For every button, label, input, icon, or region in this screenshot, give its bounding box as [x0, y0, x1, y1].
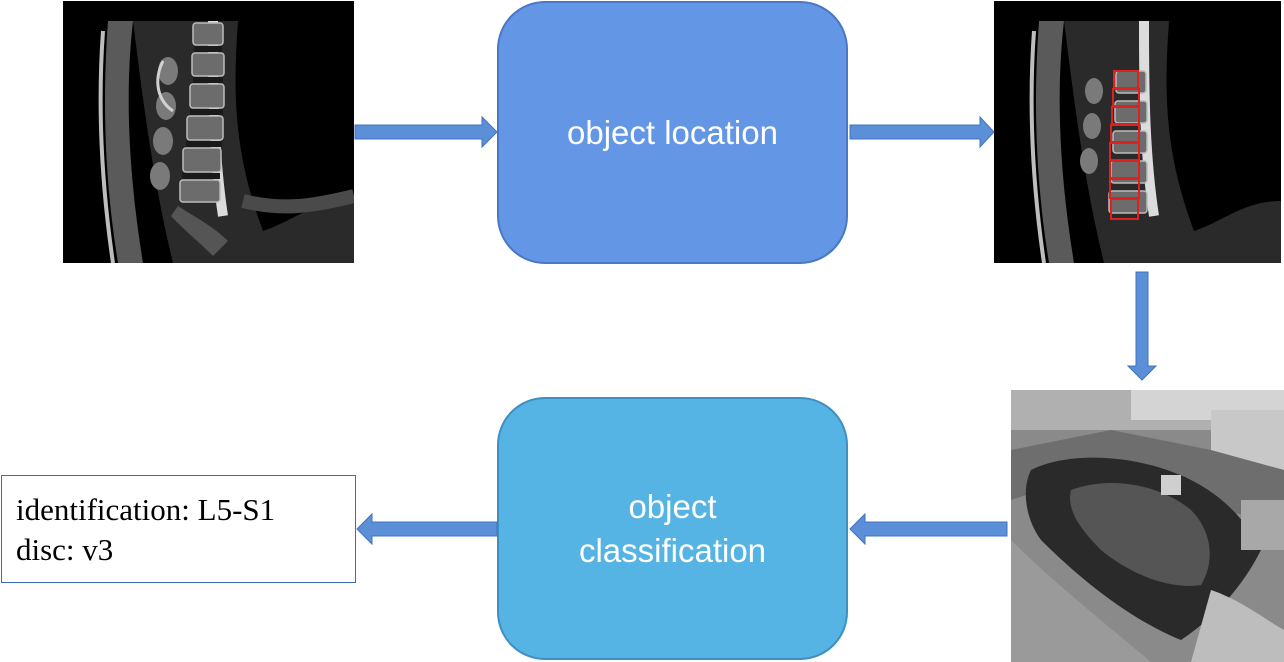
object-classification-box: object classification [497, 397, 848, 660]
object-location-box: object location [497, 1, 848, 264]
cropped-disc-graphic [1011, 390, 1284, 662]
detection-box [1110, 198, 1139, 220]
input-mri-graphic [63, 1, 354, 263]
disc-result: disc: v3 [16, 532, 114, 567]
detection-boxes [1109, 70, 1140, 220]
located-mri-graphic [994, 1, 1281, 263]
arrow-right-icon [849, 115, 995, 149]
identification-result: identification: L5-S1 [16, 492, 276, 527]
object-location-label: object location [567, 113, 778, 151]
arrow-left-icon [356, 512, 498, 546]
arrow-right-icon [354, 115, 498, 149]
input-mri-image [63, 1, 354, 263]
object-classification-label: object classification [578, 487, 767, 569]
located-mri-image [994, 1, 1281, 263]
result-box: identification: L5-S1 disc: v3 [1, 475, 356, 583]
cropped-disc-image [1011, 390, 1284, 662]
arrow-left-icon [849, 512, 1008, 546]
arrow-down-icon [1126, 271, 1158, 381]
